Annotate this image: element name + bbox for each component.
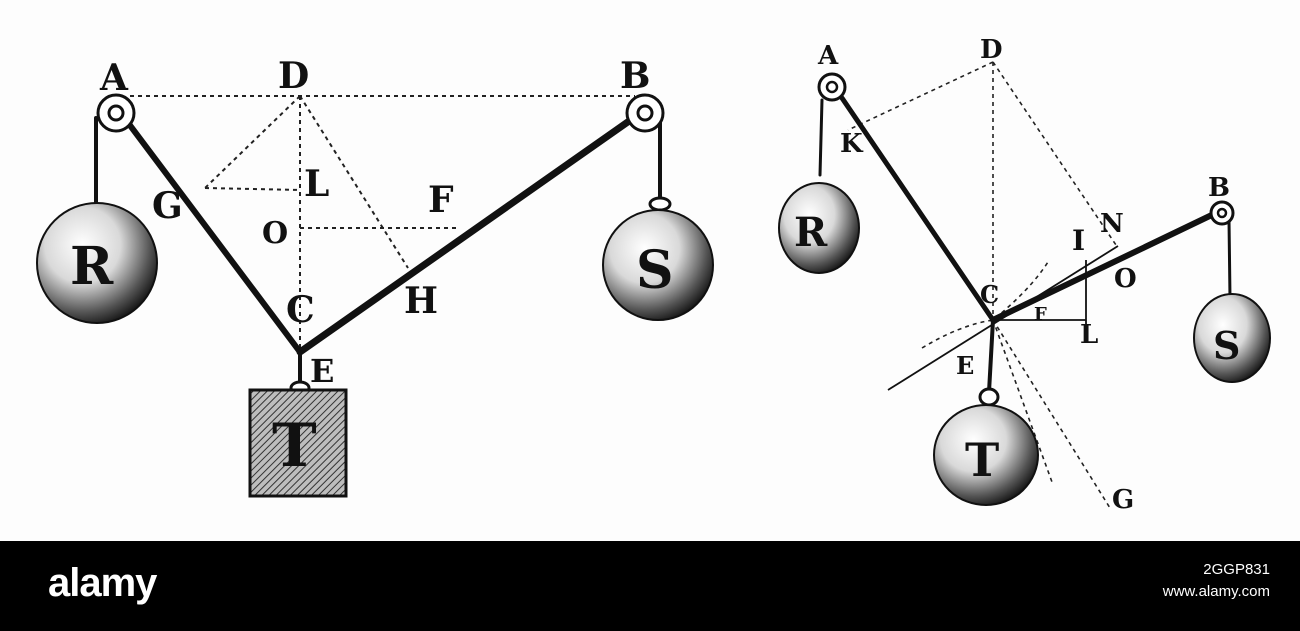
label-o-left: O [262,216,288,251]
label-i-right: I [1072,224,1085,257]
label-l-left: L [304,163,329,205]
right-cords [818,95,1232,394]
weight-t-left [248,380,348,498]
right-figure: A D K B I N O C F L E G R S T [778,35,1271,515]
label-h-left: H [404,280,438,322]
site-url-text: www.alamy.com [1162,583,1270,600]
pulley-a-right [817,72,847,102]
weight-s-left [602,196,714,321]
label-t-left: T [272,411,317,481]
label-b-left: B [620,55,650,97]
label-t-right: T [965,433,999,487]
label-d-right: D [980,35,1003,65]
label-s-left: S [636,240,674,301]
label-l-right: L [1080,320,1098,350]
weight-r-right [778,182,860,274]
label-g-right: G [1112,485,1134,515]
label-c-right: C [980,280,999,309]
image-id-text: 2GGP831 [1203,561,1270,578]
label-o-right: O [1114,264,1137,294]
watermark-banner: alamy 2GGP831 www.alamy.com [0,541,1300,631]
label-n-right: N [1100,209,1124,239]
diagram-area: A D B G L F O C H E R S T [36,35,1271,515]
watermark-info: 2GGP831 www.alamy.com [1163,559,1270,603]
left-cords [94,108,662,388]
weight-t-right [933,387,1039,506]
label-f-right: F [1034,304,1047,325]
label-g-left: G [152,185,183,227]
alamy-logo: alamy [48,561,157,605]
weight-s-right [1193,293,1271,383]
label-e-left: E [310,352,334,390]
label-f-left: F [428,179,454,221]
left-figure: A D B G L F O C H E R S T [36,55,714,498]
label-d-left: D [278,55,309,97]
label-e-right: E [956,351,974,380]
left-construction-lines [130,95,635,352]
label-k-right: K [840,129,864,159]
label-a-left: A [99,57,129,99]
label-a-right: A [817,41,839,71]
right-construction-lines [847,61,1117,509]
weight-r-left [36,202,158,324]
label-c-left: C [286,289,315,331]
label-r-left: R [70,236,114,297]
pulley-b-right [1209,200,1235,226]
label-s-right: S [1213,323,1240,368]
pulley-b-left [625,93,665,133]
label-r-right: R [794,209,828,256]
label-b-right: B [1208,173,1230,203]
pulley-a-left [96,93,136,133]
